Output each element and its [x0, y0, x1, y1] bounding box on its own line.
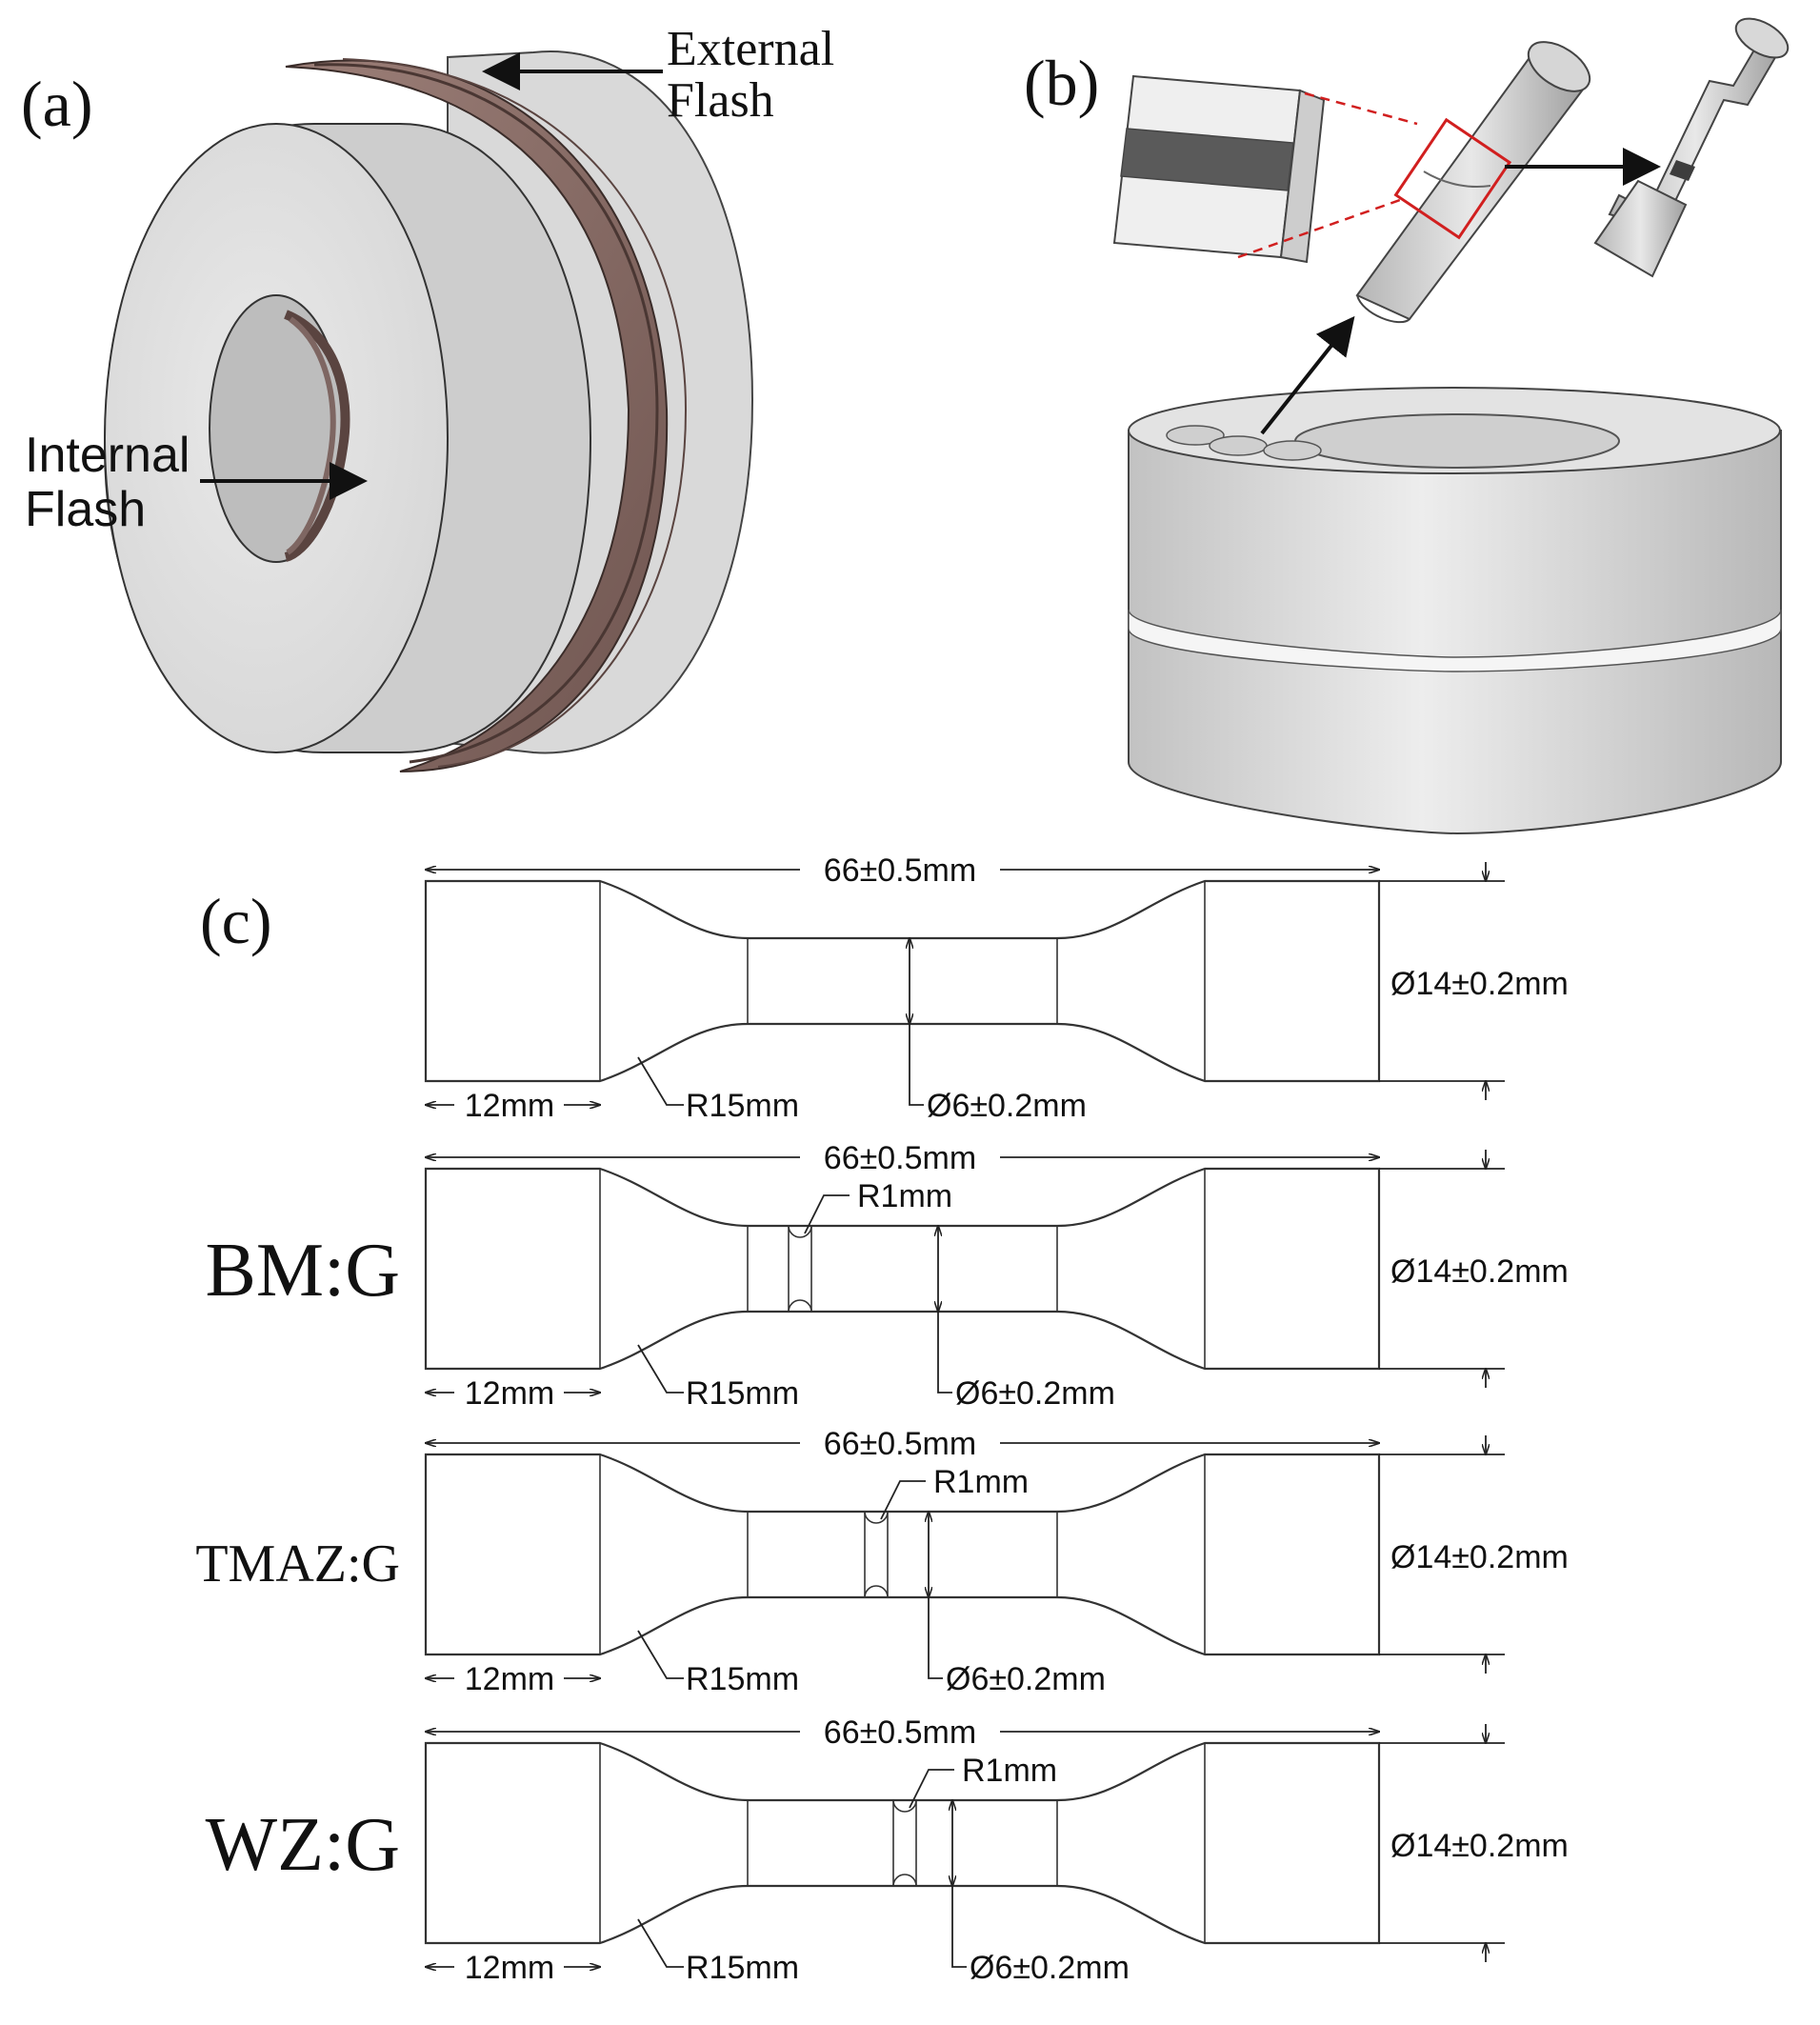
notch-arc-bottom	[788, 1299, 812, 1313]
panel-a: (a) External Flash Internal Flash	[21, 22, 834, 772]
weld-line	[1128, 609, 1782, 672]
outer-diameter-label: Ø14±0.2mm	[1390, 1539, 1569, 1575]
grip-length-label: 12mm	[465, 1950, 554, 1986]
panel-c-label: (c)	[200, 885, 271, 957]
external-flash-ring	[285, 59, 669, 772]
length-label: 66±0.5mm	[824, 1714, 976, 1751]
external-flash-label-line1: External	[667, 22, 834, 76]
gauge-diameter-label: Ø6±0.2mm	[946, 1661, 1106, 1697]
length-label: 66±0.5mm	[824, 1426, 976, 1462]
gauge-diameter-label: Ø6±0.2mm	[955, 1375, 1115, 1412]
extraction-arrow	[1260, 315, 1355, 435]
specimen-type-label: BM:G	[206, 1229, 401, 1313]
grip-length-label: 12mm	[465, 1661, 554, 1697]
internal-flash-label-line2: Flash	[25, 482, 146, 537]
grip-length-label: 12mm	[465, 1375, 554, 1412]
weld-assembly	[103, 50, 754, 772]
fillet-radius-label: R15mm	[686, 1661, 799, 1697]
panel-b: (b)	[1024, 17, 1790, 835]
notch-arc-top	[788, 1225, 812, 1238]
length-label: 66±0.5mm	[824, 1140, 976, 1176]
notch-arc-top	[864, 1511, 889, 1524]
specimen-outline	[424, 1453, 1381, 1656]
extracted-rod	[1355, 41, 1591, 324]
internal-flash-bead	[286, 316, 336, 555]
fillet-radius-label: R15mm	[686, 1088, 799, 1124]
notch-radius-label: R1mm	[857, 1178, 952, 1214]
specimen-outline	[424, 1741, 1381, 1945]
notch-radius-label: R1mm	[933, 1464, 1029, 1500]
notch-arc-bottom	[892, 1874, 917, 1887]
fillet-radius-label: R15mm	[686, 1375, 799, 1412]
welded-cylinder	[1128, 387, 1782, 835]
specimen-type-label: TMAZ:G	[195, 1534, 400, 1594]
panel-b-label: (b)	[1024, 47, 1099, 119]
external-flash-label-line2: Flash	[667, 73, 774, 128]
notch-radius-label: R1mm	[962, 1753, 1057, 1789]
panel-a-label: (a)	[21, 68, 92, 140]
notch-arc-bottom	[864, 1585, 889, 1598]
outer-diameter-label: Ø14±0.2mm	[1390, 966, 1569, 1002]
internal-flash-label-line1: Internal	[25, 428, 190, 483]
section-highlight-box	[1393, 117, 1512, 240]
gauge-diameter-label: Ø6±0.2mm	[970, 1950, 1130, 1986]
tensile-specimen-3d	[1593, 17, 1790, 278]
gauge-diameter-label: Ø6±0.2mm	[927, 1088, 1087, 1124]
grip-length-label: 12mm	[465, 1088, 554, 1124]
specimen-type-label: WZ:G	[206, 1803, 400, 1887]
outer-diameter-label: Ø14±0.2mm	[1390, 1828, 1569, 1864]
outer-diameter-label: Ø14±0.2mm	[1390, 1253, 1569, 1290]
notch-arc-top	[892, 1799, 917, 1813]
length-label: 66±0.5mm	[824, 852, 976, 889]
zoomed-section	[1112, 74, 1418, 264]
fillet-radius-label: R15mm	[686, 1950, 799, 1986]
specimen-outline	[424, 879, 1381, 1083]
